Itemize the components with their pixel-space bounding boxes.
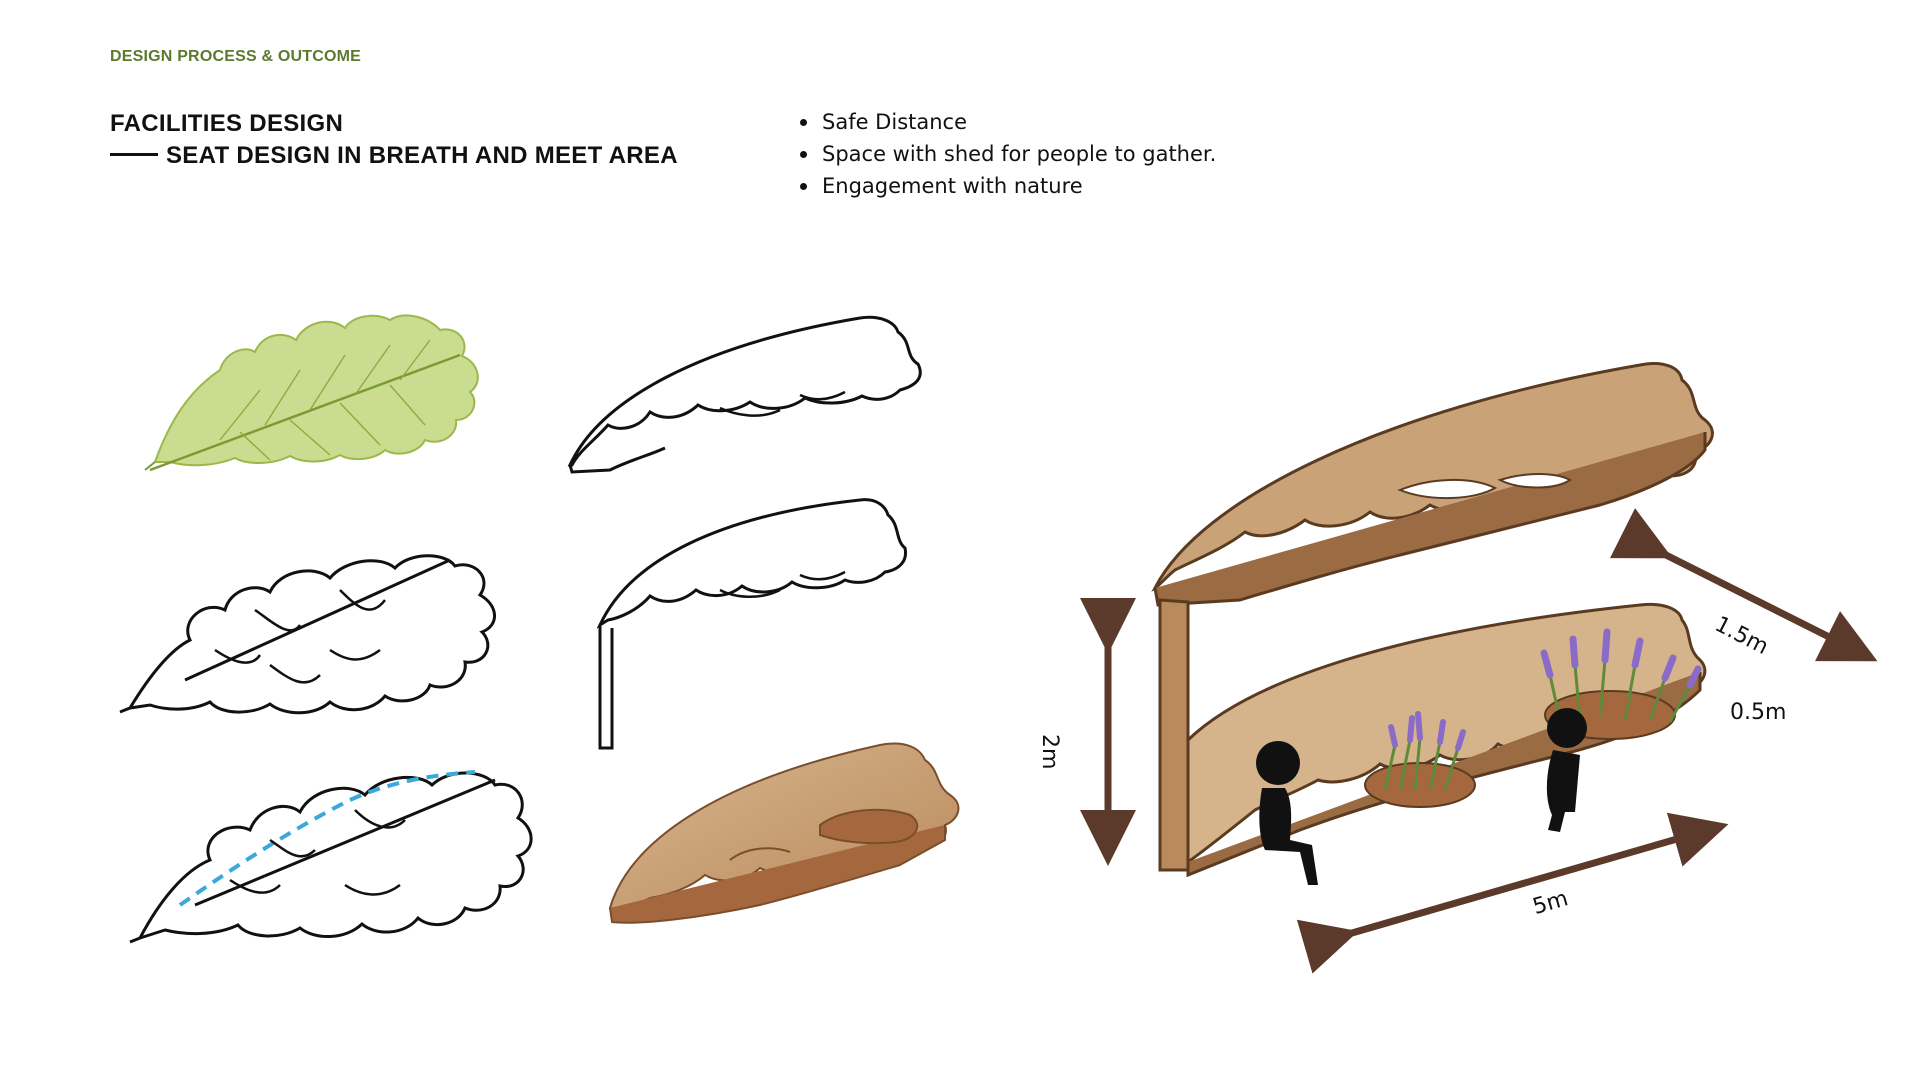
page-subtitle: SEAT DESIGN IN BREATH AND MEET AREA [166, 142, 678, 169]
depth-arrow [1609, 508, 1878, 662]
height-dimension-label: 2m [1037, 734, 1062, 770]
leaf-outline-sketch [119, 554, 496, 715]
canopy-outline-sketch [567, 315, 922, 474]
list-item: Engagement with nature [800, 170, 1216, 202]
seat-height-dimension-label: 0.5m [1730, 700, 1787, 725]
wooden-seat-sketch [608, 742, 960, 924]
page-title: FACILITIES DESIGN [110, 110, 344, 137]
section-kicker: DESIGN PROCESS & OUTCOME [110, 48, 362, 65]
list-item: Space with shed for people to gather. [800, 138, 1216, 170]
lavender-plant [1383, 711, 1466, 791]
title-block: FACILITIES DESIGN SEAT DESIGN IN BREATH … [110, 108, 678, 172]
length-arrow [1296, 812, 1729, 974]
design-goals-list: Safe Distance Space with shed for people… [800, 106, 1216, 202]
canopy-with-post-sketch [596, 498, 908, 750]
page-subtitle-row: SEAT DESIGN IN BREATH AND MEET AREA [110, 140, 678, 172]
title-dash [110, 153, 158, 157]
person-silhouette [1546, 708, 1587, 832]
leaf-outline-with-path [129, 770, 533, 944]
dimension-arrows [1080, 508, 1878, 974]
shelter-3d-illustration [1151, 362, 1714, 885]
list-item: Safe Distance [800, 106, 1216, 138]
green-leaf-sketch [144, 314, 479, 472]
